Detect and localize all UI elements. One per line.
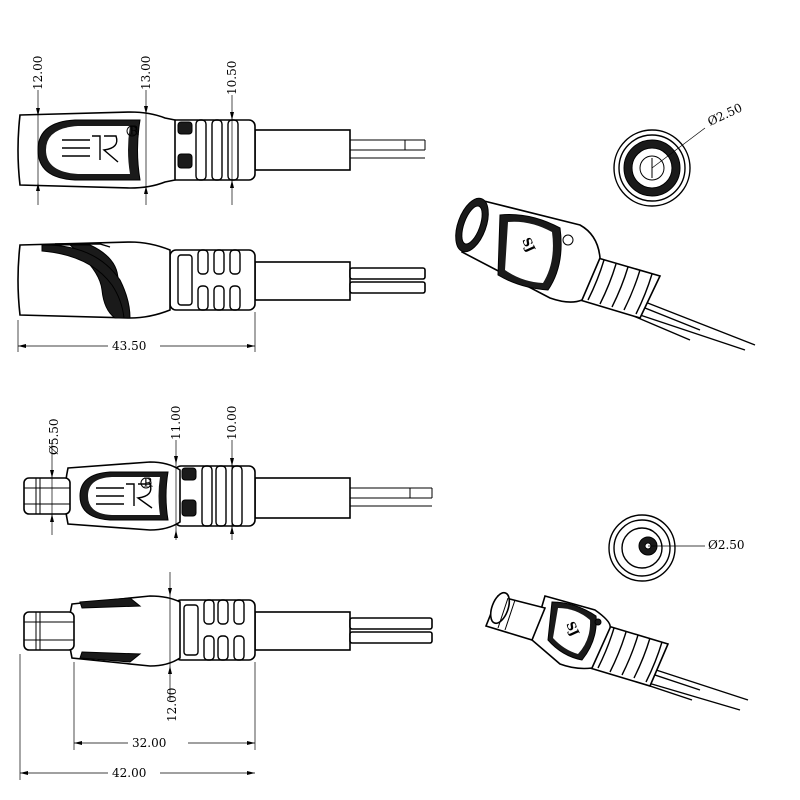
- male-connector-iso-view: SJ: [484, 591, 749, 711]
- female-top-mid-height-label: 13.00: [139, 56, 153, 90]
- female-top-dimensions: 12.00 13.00 10.50: [31, 56, 239, 205]
- female-top-left-height-label: 12.00: [31, 56, 45, 90]
- female-connector-side-view: [17, 241, 426, 319]
- male-body-length-label: 32.00: [132, 736, 166, 750]
- male-side-height-label: 12.00: [165, 688, 179, 722]
- female-connector-top-view: R: [17, 111, 426, 189]
- male-top-dimensions: Ø5.50 11.00 10.00: [47, 406, 239, 540]
- male-right-height-label: 10.00: [225, 406, 239, 440]
- registered-mark: R: [130, 124, 140, 138]
- female-length-dimension: 43.50: [17, 312, 256, 353]
- male-connector-side-view: [23, 595, 433, 667]
- female-end-view: Ø2.50: [613, 101, 744, 207]
- male-end-diameter-label: Ø2.50: [708, 538, 745, 552]
- male-mid-height-label: 11.00: [169, 406, 183, 440]
- male-end-view: Ø2.50: [608, 514, 745, 582]
- male-side-dimensions: 12.00 32.00 42.00: [19, 572, 256, 780]
- female-length-label: 43.50: [112, 339, 146, 353]
- male-iso-logo: SJ: [563, 619, 582, 638]
- female-iso-logo: SJ: [519, 235, 538, 254]
- male-connector-top-view: R: [23, 461, 433, 531]
- male-total-length-label: 42.00: [112, 766, 146, 780]
- male-tip-diameter-label: Ø5.50: [47, 418, 61, 455]
- female-top-right-height-label: 10.50: [225, 61, 239, 95]
- brand-logo-icon: [62, 135, 119, 163]
- male-registered-mark: R: [144, 476, 154, 490]
- female-end-diameter-label: Ø2.50: [705, 101, 744, 129]
- female-connector-iso-view: SJ: [455, 197, 756, 351]
